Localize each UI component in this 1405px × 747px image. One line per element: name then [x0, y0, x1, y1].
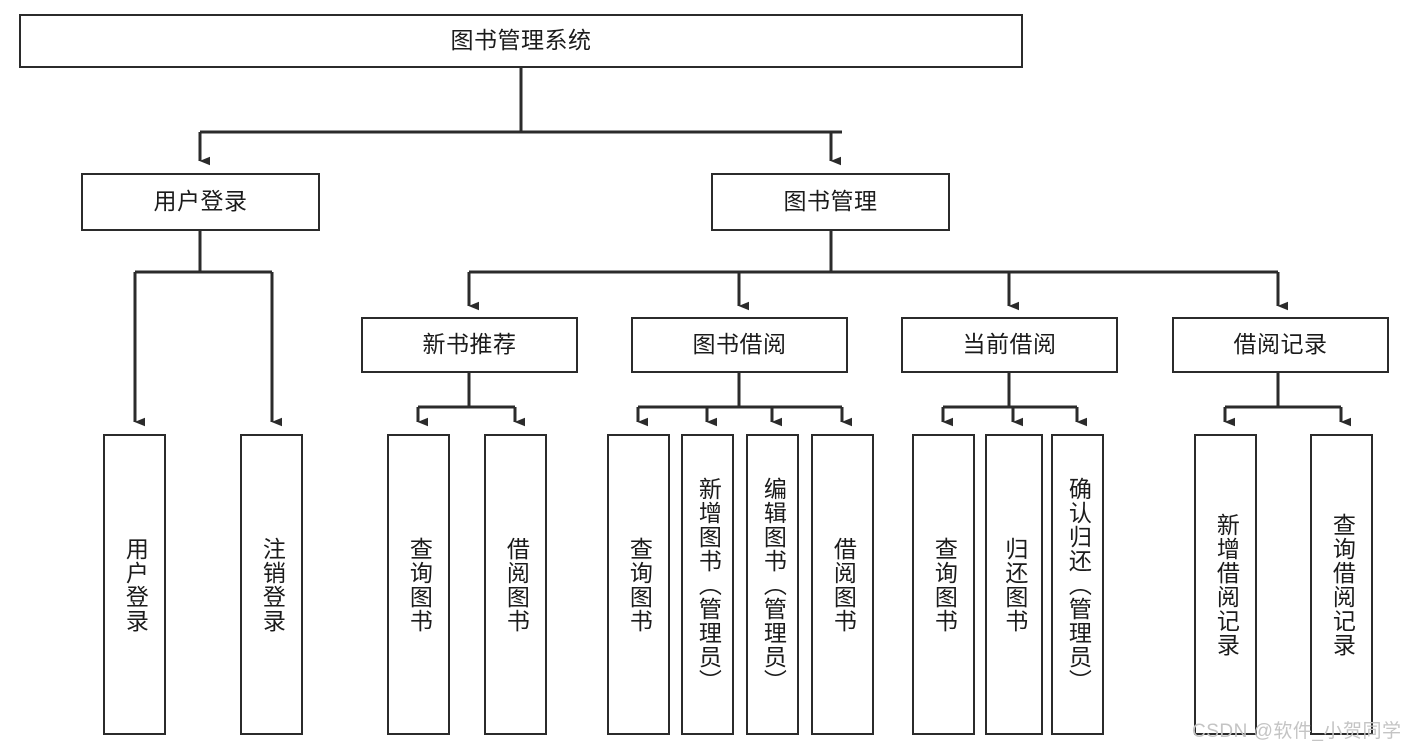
node-leaf-user-login[interactable]: 用户登录 — [103, 434, 166, 735]
node-leaf-edit-book-admin[interactable]: 编辑图书（管理员） — [746, 434, 799, 735]
node-leaf-confirm-return-admin[interactable]: 确认归还（管理员） — [1051, 434, 1104, 735]
node-user-login[interactable]: 用户登录 — [81, 173, 320, 231]
node-leaf-query-book-current-label: 查询图书 — [931, 536, 958, 633]
node-leaf-user-login-label: 用户登录 — [122, 536, 149, 633]
node-current-borrow-label: 当前借阅 — [962, 331, 1057, 358]
node-leaf-borrow-book-label: 借阅图书 — [830, 536, 857, 633]
node-new-book-recommend[interactable]: 新书推荐 — [361, 317, 578, 373]
node-book-borrow-label: 图书借阅 — [692, 331, 787, 358]
node-borrow-record-label: 借阅记录 — [1233, 331, 1328, 358]
node-leaf-return-book[interactable]: 归还图书 — [985, 434, 1043, 735]
node-leaf-query-book-recommend-label: 查询图书 — [406, 536, 433, 633]
node-user-login-label: 用户登录 — [153, 188, 248, 215]
node-leaf-add-book-admin-label: 新增图书（管理员） — [695, 476, 722, 693]
node-book-management-label: 图书管理 — [783, 188, 878, 215]
node-leaf-borrow-book-recommend-label: 借阅图书 — [503, 536, 530, 633]
node-leaf-query-book-borrow-label: 查询图书 — [626, 536, 653, 633]
csdn-watermark: CSDN @软件_小贺同学 — [1192, 721, 1402, 742]
node-leaf-query-book-current[interactable]: 查询图书 — [912, 434, 975, 735]
node-book-management[interactable]: 图书管理 — [711, 173, 950, 231]
node-current-borrow[interactable]: 当前借阅 — [901, 317, 1118, 373]
node-borrow-record[interactable]: 借阅记录 — [1172, 317, 1389, 373]
node-leaf-query-book-borrow[interactable]: 查询图书 — [607, 434, 670, 735]
node-leaf-borrow-book[interactable]: 借阅图书 — [811, 434, 874, 735]
node-leaf-add-borrow-record[interactable]: 新增借阅记录 — [1194, 434, 1257, 735]
node-leaf-query-borrow-record[interactable]: 查询借阅记录 — [1310, 434, 1373, 735]
node-root[interactable]: 图书管理系统 — [19, 14, 1023, 68]
node-leaf-query-borrow-record-label: 查询借阅记录 — [1329, 512, 1356, 657]
node-leaf-user-logout[interactable]: 注销登录 — [240, 434, 303, 735]
node-leaf-add-book-admin[interactable]: 新增图书（管理员） — [681, 434, 734, 735]
node-leaf-return-book-label: 归还图书 — [1001, 536, 1028, 633]
node-book-borrow[interactable]: 图书借阅 — [631, 317, 848, 373]
node-leaf-confirm-return-admin-label: 确认归还（管理员） — [1065, 476, 1092, 693]
node-leaf-edit-book-admin-label: 编辑图书（管理员） — [760, 476, 787, 693]
node-leaf-user-logout-label: 注销登录 — [259, 536, 286, 633]
node-root-label: 图书管理系统 — [450, 27, 592, 54]
node-new-book-recommend-label: 新书推荐 — [422, 331, 517, 358]
node-leaf-query-book-recommend[interactable]: 查询图书 — [387, 434, 450, 735]
node-leaf-add-borrow-record-label: 新增借阅记录 — [1213, 512, 1240, 657]
node-leaf-borrow-book-recommend[interactable]: 借阅图书 — [484, 434, 547, 735]
